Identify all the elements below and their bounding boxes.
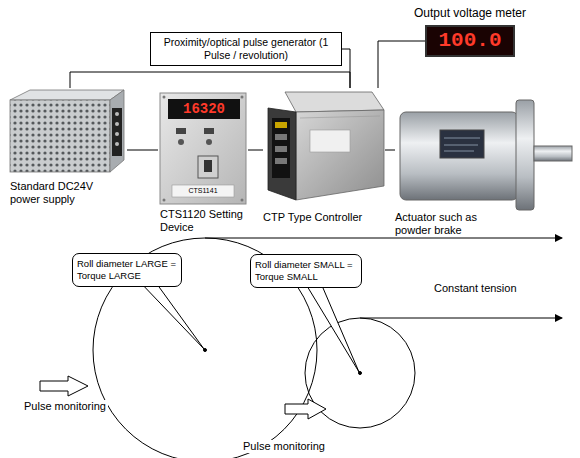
- hollow-arrow: [285, 399, 326, 419]
- wire: [127, 150, 158, 151]
- wire: [385, 150, 395, 151]
- photo-caption: Actuator such as powder brake: [395, 211, 505, 237]
- callout-bubble: Roll diameter SMALL = Torque SMALL: [250, 254, 362, 288]
- power-supply-photo: [10, 90, 124, 172]
- note-text: Pulse monitoring: [241, 440, 327, 453]
- process-box: Proximity/optical pulse generator (1 Pul…: [150, 32, 342, 66]
- photo-caption: CTP Type Controller: [263, 211, 393, 224]
- wire: [342, 49, 350, 88]
- meter-value: 100.0: [438, 29, 501, 53]
- callout-bubble: Roll diameter LARGE = Torque LARGE: [72, 253, 182, 287]
- callout-tail: [304, 281, 359, 372]
- device-photo: Actuator such as powder brake: [395, 95, 575, 210]
- wire: [248, 150, 263, 151]
- controller-photo: [268, 92, 384, 200]
- tension-line: [360, 318, 562, 319]
- voltage-meter: Output voltage meter100.0: [425, 25, 515, 57]
- wire: [378, 41, 425, 88]
- meter-label: Output voltage meter: [412, 6, 528, 20]
- actuator-photo: [400, 100, 572, 210]
- tension-line: [205, 238, 562, 239]
- model-plate: CTS1141: [173, 186, 233, 196]
- roll-center: [204, 349, 207, 352]
- note-text: Constant tension: [432, 282, 519, 295]
- device-photo: Standard DC24V power supply: [5, 88, 127, 175]
- roll-center: [359, 372, 362, 375]
- device-photo: CTP Type Controller: [263, 88, 385, 205]
- roll-diagram: [40, 238, 562, 458]
- box-text: Proximity/optical pulse generator (1 Pul…: [155, 36, 337, 62]
- display-digits: 16320: [168, 100, 240, 118]
- setting-device-photo: [160, 93, 246, 204]
- note-text: Pulse monitoring: [22, 400, 108, 413]
- hollow-arrow: [40, 376, 88, 396]
- photo-caption: Standard DC24V power supply: [10, 180, 105, 206]
- callout-text: Roll diameter SMALL = Torque SMALL: [255, 259, 357, 283]
- callout-text: Roll diameter LARGE = Torque LARGE: [77, 258, 177, 282]
- callout-tail: [138, 280, 204, 349]
- wire: [70, 72, 350, 88]
- photo-caption: CTS1120 Setting Device: [160, 208, 245, 234]
